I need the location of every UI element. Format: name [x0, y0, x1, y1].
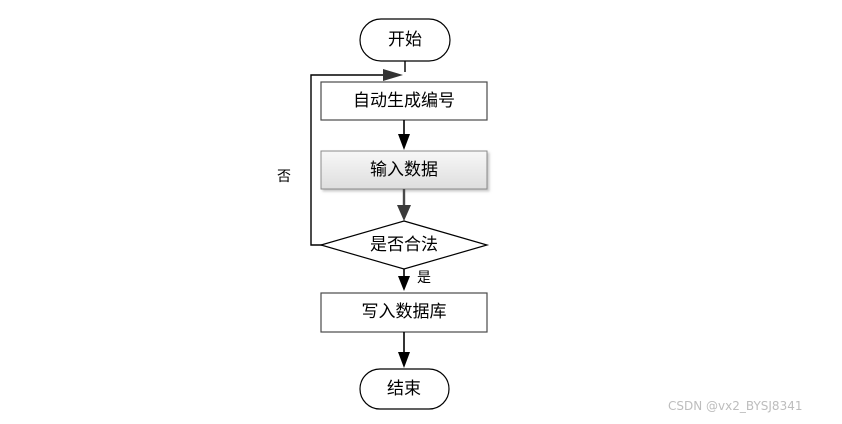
start-node: 开始 [359, 18, 451, 62]
write-db-node: 写入数据库 [320, 292, 488, 333]
input-data-node: 输入数据 [320, 150, 488, 190]
branch-label-no: 否 [277, 169, 291, 185]
edge-write-to-end [398, 332, 410, 368]
csdn-watermark: CSDN @vx2_BYSJ8341 [668, 399, 803, 413]
end-node-label: 结束 [387, 379, 421, 399]
start-node-label: 开始 [388, 30, 422, 50]
edge-no-loop-arrowhead [383, 69, 403, 81]
edge-generate-to-input-arrowhead [398, 134, 410, 150]
end-node: 结束 [359, 368, 450, 410]
edge-decision-to-write [398, 269, 410, 291]
is-valid-node: 是否合法 [318, 220, 490, 270]
edge-input-to-decision [397, 189, 411, 221]
edge-generate-to-input [398, 120, 410, 150]
edge-write-to-end-arrowhead [398, 352, 410, 368]
generate-id-node: 自动生成编号 [320, 81, 488, 121]
input-data-node-label: 输入数据 [370, 160, 438, 180]
write-db-node-label: 写入数据库 [362, 302, 447, 322]
input-data-node-shape [320, 150, 488, 190]
branch-label-yes: 是 [417, 270, 431, 286]
edge-input-to-decision-arrowhead [397, 205, 411, 221]
generate-id-node-label: 自动生成编号 [353, 91, 455, 111]
is-valid-node-label: 是否合法 [370, 235, 438, 255]
edge-decision-to-write-arrowhead [398, 276, 410, 291]
end-node-shape [359, 368, 450, 410]
